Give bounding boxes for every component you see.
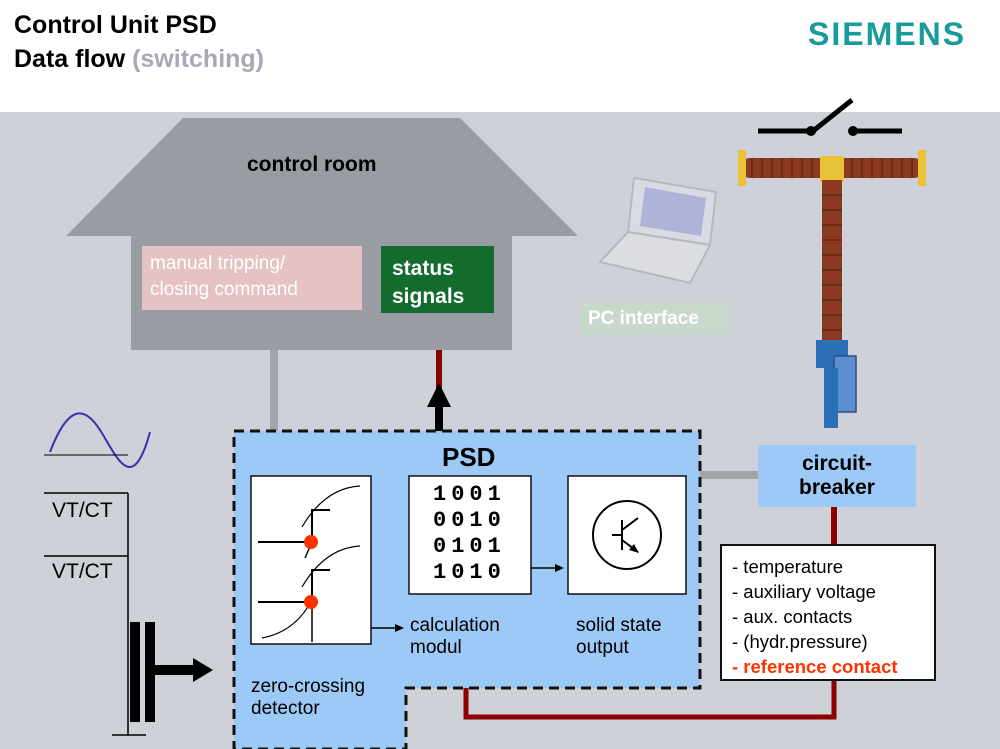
binary-row-4: 1010: [433, 560, 506, 585]
status-arrow: [427, 383, 451, 407]
page-title: Control Unit PSD Data flow (switching): [14, 8, 264, 76]
circuit-breaker-label: circuit- breaker: [758, 452, 916, 500]
siemens-logo: SIEMENS: [808, 16, 967, 52]
control-room-roof: [66, 118, 578, 236]
monitor-item-temperature: - temperature: [732, 556, 844, 577]
transformer-arrow: [193, 658, 213, 682]
pc-interface-label: PC interface: [588, 308, 699, 329]
status-line-2: signals: [392, 285, 465, 308]
monitoring-list: - temperature - auxiliary voltage - aux.…: [732, 554, 898, 679]
monitor-item-hydr-pressure: - (hydr.pressure): [732, 631, 868, 652]
binary-row-3: 0101: [433, 534, 506, 559]
monitoring-box: [720, 544, 936, 681]
status-line-1: status: [392, 257, 454, 280]
zero-crossing-line-2: detector: [251, 698, 320, 719]
manual-command-line-2: closing command: [150, 279, 298, 300]
vtct-label-2: VT/CT: [52, 560, 113, 583]
calculation-label: calculation modul: [410, 615, 500, 659]
title-line-2: Data flow (switching): [14, 42, 264, 76]
calculation-box: [408, 475, 532, 595]
zero-crossing-line-1: zero-crossing: [251, 676, 366, 697]
title-main: Data flow: [14, 45, 126, 73]
vtct-label-1: VT/CT: [52, 499, 113, 522]
status-signal-line: [436, 350, 442, 395]
status-signals-box: [381, 246, 494, 313]
monitor-item-aux-contacts: - aux. contacts: [732, 606, 853, 627]
circuit-breaker-box: [758, 445, 916, 507]
house-to-psd-connector: [270, 350, 278, 432]
calculation-line-1: calculation: [410, 615, 500, 636]
title-sub: (switching): [132, 45, 265, 73]
psd-to-breaker-connector: [700, 471, 758, 479]
solid-state-line-2: output: [576, 637, 629, 658]
manual-command-line-1: manual tripping/: [150, 253, 286, 274]
manual-command-label: manual tripping/ closing command: [150, 253, 298, 301]
circuit-breaker-line-2: breaker: [799, 476, 875, 499]
zero-point-1: [304, 535, 318, 549]
calculation-line-2: modul: [410, 637, 462, 658]
binary-row-2: 0010: [433, 508, 506, 533]
pc-interface-box: [580, 303, 730, 335]
reference-feedback-line: [463, 680, 837, 720]
transformer-icon: [130, 622, 195, 722]
breaker-pole-icon: [738, 98, 926, 428]
zero-point-2: [304, 595, 318, 609]
solid-state-box: [567, 475, 687, 595]
zero-crossing-box: [250, 475, 372, 645]
circuit-breaker-line-1: circuit-: [801, 452, 872, 475]
manual-command-box: [142, 246, 362, 310]
title-line-1: Control Unit PSD: [14, 11, 217, 39]
monitor-item-aux-voltage: - auxiliary voltage: [732, 581, 876, 602]
psd-title: PSD: [442, 442, 496, 472]
status-signals-label: status signals: [392, 255, 464, 311]
solid-state-label: solid state output: [576, 615, 662, 659]
laptop-icon: [598, 176, 718, 285]
control-room-label: control room: [247, 153, 377, 176]
monitor-item-reference-contact: - reference contact: [732, 656, 898, 677]
sine-wave-icon: [49, 412, 151, 468]
solid-state-line-1: solid state: [576, 615, 662, 636]
binary-row-1: 1001: [433, 482, 506, 507]
zero-crossing-label: zero-crossing detector: [251, 676, 365, 720]
binary-code: 1001 0010 0101 1010: [433, 482, 506, 586]
